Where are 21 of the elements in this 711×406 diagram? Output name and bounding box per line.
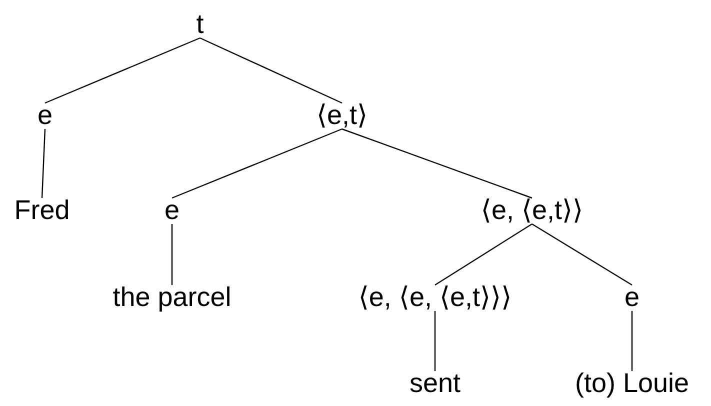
tree-node-label: t [196, 9, 204, 39]
tree-node-label: ⟨e, ⟨e,t⟩⟩ [480, 195, 584, 225]
tree-branch-line [434, 224, 532, 286]
tree-branch-line [532, 223, 632, 286]
tree-branch-line [172, 128, 342, 199]
tree-node-label: the parcel [112, 282, 232, 312]
tree-node-label: ⟨e,t⟩ [316, 100, 368, 130]
tree-branch-line [434, 311, 436, 371]
tree-branch-line [631, 311, 633, 371]
tree-branch-line [342, 128, 532, 199]
tree-branch-line [41, 128, 46, 198]
tree-node-label: e [624, 282, 640, 312]
tree-node-label: Fred [14, 195, 70, 225]
tree-branch-line [44, 37, 200, 104]
tree-branch-line [200, 37, 342, 104]
tree-node-label: (to) Louie [574, 368, 690, 398]
tree-node-label: ⟨e, ⟨e, ⟨e,t⟩⟩⟩ [358, 282, 512, 312]
tree-node-label: e [37, 100, 53, 130]
tree-node-label: sent [409, 368, 461, 398]
tree-node-label: e [164, 195, 180, 225]
tree-branch-line [171, 224, 173, 285]
